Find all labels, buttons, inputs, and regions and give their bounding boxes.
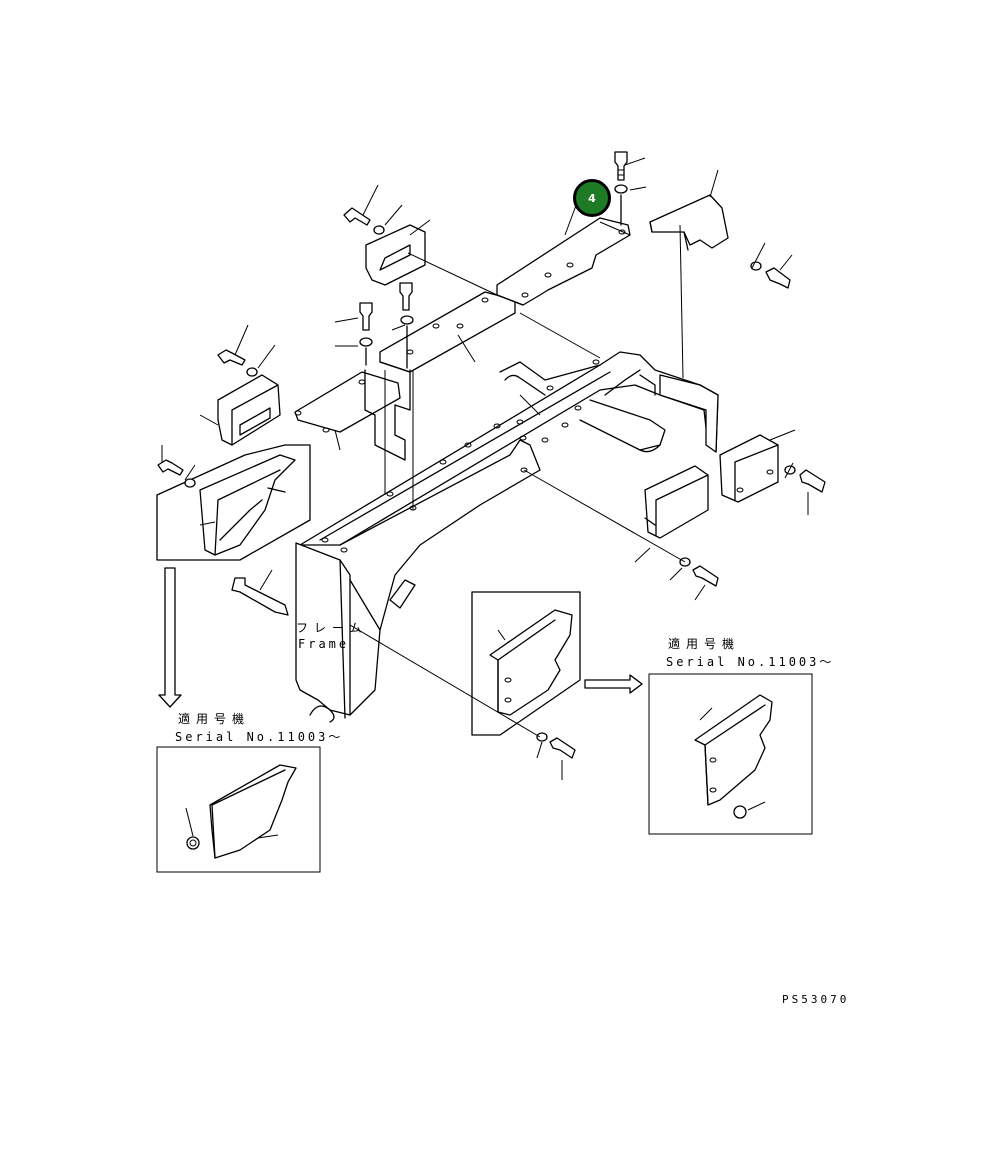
bolts [157,151,826,759]
right-arrow [584,674,643,694]
rear-right-cover [649,194,729,251]
leader-lines [161,157,809,839]
applicable-label-right: 適用号機 [668,637,741,651]
drawing-code: PS53070 [782,993,850,1006]
center-inset-bracket [471,591,581,736]
applicable-label-left: 適用号機 [178,712,251,726]
stepped-support [364,369,411,461]
left-side-block-upper [365,224,426,286]
main-frame [295,351,719,723]
frame-label-jp: フレーム [296,621,368,635]
serial-label-right: Serial No.11003～ [666,655,835,669]
rear-counterweight [659,374,719,453]
serial-label-left: Serial No.11003～ [175,730,344,744]
inset-left [156,746,321,873]
lower-bar-bracket [231,577,289,616]
inset-right [648,673,813,835]
frame-label-en: Frame [298,637,350,651]
down-arrow [158,567,182,708]
right-side-block-rear [644,465,709,539]
callout-number: 4 [588,191,596,205]
front-guard-bracket [156,444,311,561]
middle-plate [294,371,401,433]
top-cover-center [379,291,516,373]
callout-marker-4[interactable]: 4 [573,179,611,217]
top-cover-rear [496,217,631,306]
right-side-block-front [719,434,779,503]
left-side-block-middle [217,374,281,446]
